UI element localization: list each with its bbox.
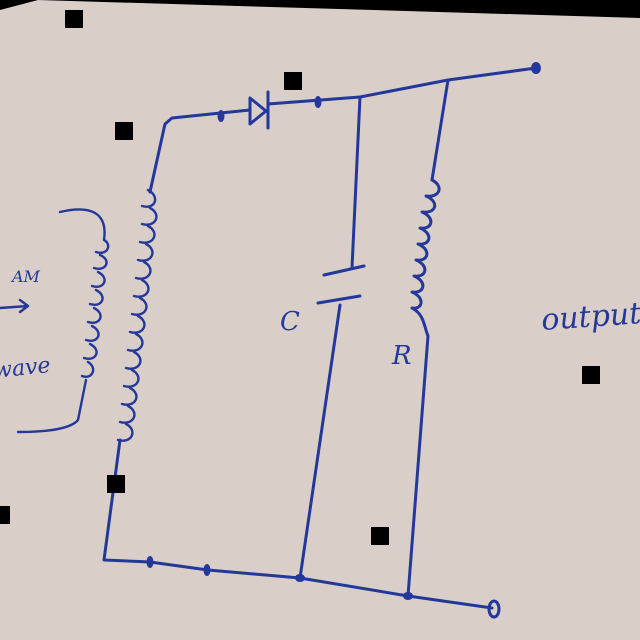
output-terminal-bottom bbox=[487, 599, 501, 619]
resistor bbox=[410, 178, 441, 338]
junction-dot bbox=[314, 96, 322, 108]
artifact-square bbox=[107, 475, 125, 493]
wire-diode-out bbox=[266, 66, 538, 106]
junction-dot bbox=[203, 564, 211, 576]
artifact-square bbox=[115, 122, 133, 140]
output-terminal-top bbox=[531, 62, 541, 74]
capacitor-label: C bbox=[280, 307, 300, 337]
wire-res-top bbox=[430, 78, 450, 182]
diode bbox=[248, 90, 270, 130]
junction-dots bbox=[146, 96, 413, 600]
secondary-winding bbox=[116, 188, 158, 442]
input-label-line2: wave bbox=[0, 353, 52, 384]
junction-dot bbox=[217, 110, 225, 122]
resistor-label: R bbox=[391, 341, 412, 371]
input-arrow bbox=[0, 298, 30, 314]
junction-dot bbox=[146, 556, 154, 568]
wiring bbox=[102, 66, 538, 610]
wire-res-bottom bbox=[406, 334, 430, 598]
capacitor bbox=[316, 264, 366, 305]
artifact-square bbox=[284, 72, 302, 90]
junction-dot bbox=[295, 574, 305, 582]
wire-cap-bottom bbox=[298, 303, 342, 580]
artifact-square bbox=[0, 506, 10, 524]
diode-triangle bbox=[248, 96, 268, 126]
junction-dot bbox=[403, 592, 413, 600]
wire-cap-top bbox=[350, 95, 362, 270]
output-label: output bbox=[540, 296, 640, 338]
transformer bbox=[16, 188, 158, 442]
artifact-square bbox=[65, 10, 83, 28]
capacitor-plate-top bbox=[322, 264, 366, 277]
input-label-line1: AM bbox=[10, 267, 41, 286]
primary-winding bbox=[16, 208, 110, 434]
wire-secondary-top bbox=[148, 108, 252, 194]
capacitor-plate-bottom bbox=[316, 294, 362, 305]
artifact-square bbox=[582, 366, 600, 384]
scan-artifacts bbox=[0, 10, 600, 545]
artifact-square bbox=[371, 527, 389, 545]
